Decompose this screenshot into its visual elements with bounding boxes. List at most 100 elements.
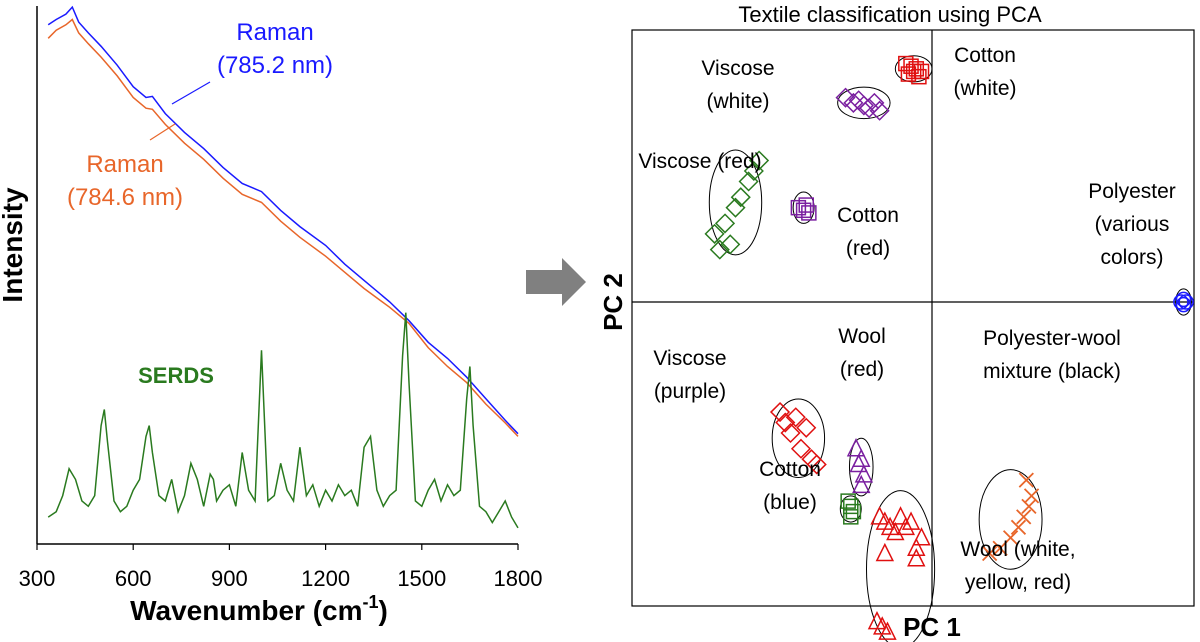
spectra-xtick-label: 900 — [211, 566, 248, 591]
pca-point-square — [801, 205, 817, 221]
pca-group — [839, 493, 862, 525]
spectra-leader-raman_784 — [149, 123, 176, 141]
pca-point-circle — [1175, 296, 1192, 313]
spectra-series-serds — [47, 312, 519, 529]
pca-point-triangle — [875, 542, 895, 562]
pca-point-diamond — [749, 150, 770, 171]
pca-point-diamond — [769, 401, 791, 423]
pca-point-diamond — [714, 213, 736, 234]
pca-cluster-ellipse — [771, 398, 826, 479]
pca-cluster-label: Wool — [838, 325, 885, 348]
pca-xlabel: PC 1 — [903, 612, 961, 642]
spectra-series-raman_784 — [47, 18, 519, 437]
spectra-chart: Intensity Wavenumber (cm-1) 300 600 900 120… — [0, 5, 543, 626]
pca-point-diamond — [790, 438, 812, 459]
right-arrow-icon — [526, 258, 586, 306]
pca-title: Textile classification using PCA — [738, 2, 1042, 27]
pca-point-triangle — [849, 453, 868, 473]
spectra-labels: Raman(785.2 nm)Raman(784.6 nm)SERDS — [67, 19, 333, 388]
pca-cluster-ellipse — [708, 149, 763, 256]
pca-cluster-label: mixture (black) — [983, 360, 1121, 383]
pca-group — [978, 469, 1043, 570]
pca-point-diamond — [780, 422, 801, 444]
spectra-xtick-label: 600 — [115, 566, 152, 591]
pca-point-triangle — [880, 516, 900, 536]
pca-point-cross — [1021, 498, 1037, 514]
pca-point-diamond — [835, 87, 856, 108]
spectra-label-serds: SERDS — [138, 363, 214, 388]
pca-cluster-label: Viscose (red) — [638, 150, 761, 173]
pca-point-diamond — [775, 412, 796, 433]
pca-group — [846, 437, 874, 497]
pca-point-square — [905, 63, 922, 80]
pca-point-triangle — [852, 448, 871, 467]
pca-cluster-ellipse — [894, 55, 933, 83]
pca-cluster-label: (purple) — [654, 380, 726, 403]
pca-cluster-label: Cotton — [837, 204, 899, 227]
pca-point-cross — [1018, 472, 1034, 488]
pca-point-square — [903, 58, 919, 74]
pca-point-square — [913, 63, 930, 80]
spectra-xtick-label: 1800 — [494, 566, 543, 591]
pca-point-diamond — [730, 187, 751, 208]
pca-cluster-label: (red) — [846, 237, 890, 260]
pca-point-diamond — [704, 223, 725, 244]
spectra-ticks: 300 600 900 1200 1500 1800 — [19, 544, 543, 591]
pca-ylabel: PC 2 — [598, 273, 628, 331]
pca-labels: Cotton(white)Viscose(white)Viscose (red)… — [638, 44, 1175, 594]
pca-group — [704, 149, 770, 260]
pca-cluster-ellipse — [839, 495, 862, 523]
spectra-xtick-label: 300 — [19, 566, 56, 591]
spectra-xlabel-end: ) — [379, 595, 388, 626]
pca-group — [894, 55, 933, 85]
pca-point-triangle — [852, 474, 871, 494]
pca-point-diamond — [843, 92, 864, 113]
spectra-xlabel-sup: -1 — [363, 592, 379, 612]
pca-cluster-ellipse — [848, 437, 874, 497]
pca-cluster-label: (white) — [953, 77, 1016, 100]
spectra-label-raman_784: Raman — [86, 151, 163, 178]
pca-point-diamond — [853, 95, 874, 116]
pca-group — [769, 398, 827, 479]
pca-groups — [704, 55, 1194, 642]
pca-cluster-label: (various — [1095, 213, 1170, 236]
pca-point-cross — [1016, 509, 1032, 525]
pca-point-square — [798, 197, 814, 213]
pca-cluster-label: (red) — [840, 358, 884, 381]
pca-cluster-ellipse — [978, 469, 1043, 570]
pca-point-triangle — [886, 521, 905, 541]
pca-point-cross — [982, 545, 998, 562]
spectra-xtick-label: 1200 — [301, 566, 350, 591]
pca-point-triangle — [907, 537, 926, 557]
pca-point-square — [900, 66, 917, 82]
pca-point-diamond — [859, 98, 880, 119]
pca-frame — [631, 29, 1195, 607]
pca-group — [1173, 288, 1194, 316]
pca-cluster-label: Viscose — [653, 347, 726, 370]
pca-cluster-label: yellow, red) — [965, 571, 1071, 594]
pca-point-cross — [1010, 519, 1027, 535]
pca-cluster-label: Viscose — [701, 57, 774, 80]
spectra-xlabel: Wavenumber (cm-1) — [130, 592, 388, 626]
pca-point-diamond — [720, 234, 741, 255]
pca-point-triangle — [854, 464, 874, 483]
pca-point-square — [908, 61, 925, 77]
spectra-xlabel-text: Wavenumber (cm — [130, 595, 362, 626]
pca-cluster-label: Cotton — [759, 458, 821, 481]
pca-group — [866, 490, 936, 642]
pca-point-diamond — [796, 417, 817, 438]
pca-point-square — [911, 68, 927, 85]
pca-point-diamond — [709, 239, 730, 260]
spectra-label-raman_785: Raman — [236, 19, 313, 46]
spectra-leader-raman_785 — [171, 81, 211, 105]
pca-point-triangle — [878, 621, 897, 640]
pca-point-cross — [1002, 530, 1019, 546]
spectra-ylabel: Intensity — [0, 187, 28, 303]
pca-cluster-ellipse — [866, 490, 936, 642]
pca-cluster-label: colors) — [1100, 246, 1163, 269]
pca-point-square — [795, 202, 812, 219]
pca-point-circle — [1178, 294, 1194, 310]
pca-point-diamond — [864, 92, 885, 113]
pca-point-square — [840, 493, 856, 509]
spectra-xtick-label: 1500 — [397, 566, 446, 591]
